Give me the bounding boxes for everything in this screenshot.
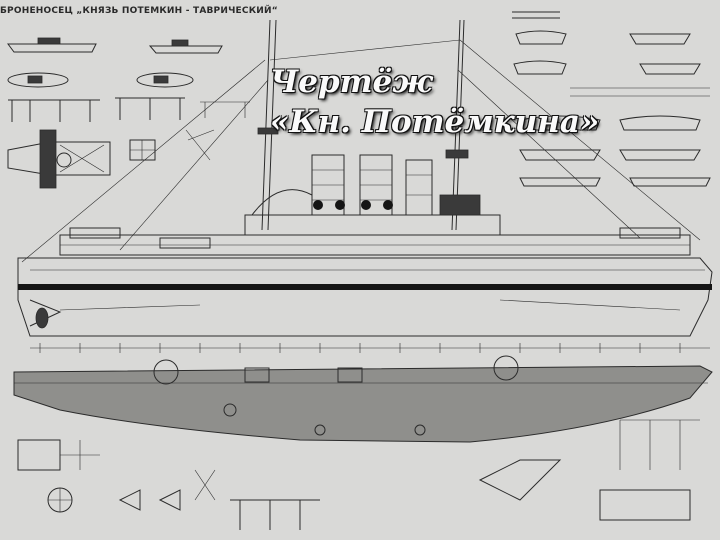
bottom-details — [17, 419, 700, 530]
slide-caption: Чертёж «Кн. Потёмкина» — [270, 62, 599, 142]
caption-line-2: «Кн. Потёмкина» — [270, 104, 600, 140]
bow-plan-detail — [7, 129, 156, 189]
masts-and-rigging — [21, 19, 701, 263]
sheet-title: БРОНЕНОСЕЦ „КНЯЗЬ ПОТЕМКИН - ТАВРИЧЕСКИЙ… — [0, 6, 278, 16]
hull-plan-view — [13, 355, 713, 443]
funnels — [251, 154, 433, 216]
boats-column — [512, 11, 711, 187]
launch-profiles — [7, 37, 223, 88]
superstructure — [59, 194, 691, 256]
frame-marks — [30, 343, 710, 353]
caption-line-1: Чертёж — [270, 64, 433, 100]
deck-fittings — [8, 97, 250, 122]
hull-side-profile — [17, 257, 713, 337]
